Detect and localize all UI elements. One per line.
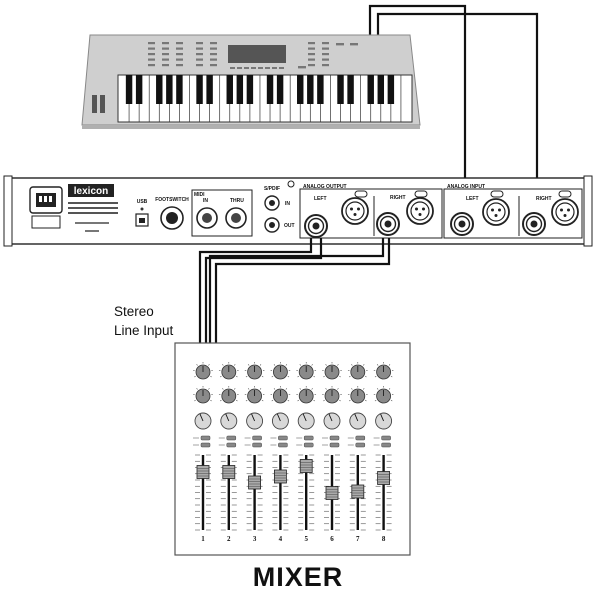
brand-label: lexicon bbox=[74, 186, 108, 197]
solo-button bbox=[226, 442, 237, 448]
fader-cap bbox=[377, 471, 391, 485]
midi-section: MIDI IN THRU bbox=[191, 189, 253, 237]
analog-input-label: ANALOG INPUT bbox=[447, 184, 485, 190]
fader-cap bbox=[299, 459, 313, 473]
black-key bbox=[135, 75, 143, 104]
solo-button bbox=[303, 442, 314, 448]
mute-button bbox=[381, 435, 391, 441]
solo-button bbox=[278, 442, 288, 448]
lexicon-logo: lexicon bbox=[68, 184, 118, 232]
input-right-label: RIGHT bbox=[536, 196, 552, 202]
black-key bbox=[226, 75, 233, 104]
black-key bbox=[367, 75, 374, 104]
usb-port: USB bbox=[135, 199, 149, 227]
channel-number: 4 bbox=[279, 535, 283, 543]
mute-button bbox=[329, 435, 340, 441]
black-key bbox=[377, 75, 385, 104]
black-key bbox=[317, 75, 324, 104]
black-key bbox=[266, 75, 274, 104]
footswitch-jack: FOOTSWITCH bbox=[155, 197, 189, 230]
mute-button bbox=[355, 435, 366, 441]
stereo-label-line-1: Stereo bbox=[114, 304, 154, 319]
power-inlet bbox=[29, 186, 63, 229]
spdif-section: S/PDIF IN OUT bbox=[264, 180, 295, 233]
keyboard-keys bbox=[125, 75, 402, 122]
pitch-wheels bbox=[92, 95, 105, 113]
black-key bbox=[176, 75, 183, 104]
footswitch-label: FOOTSWITCH bbox=[155, 197, 189, 203]
mute-button bbox=[252, 435, 262, 441]
channel-number: 8 bbox=[382, 535, 386, 543]
channel-strip: 5 bbox=[296, 362, 317, 543]
fader-cap bbox=[325, 486, 339, 500]
mute-button bbox=[226, 435, 237, 441]
channel-strip: 2 bbox=[218, 362, 239, 543]
spdif-out-label: OUT bbox=[284, 223, 295, 229]
xlr-connectors bbox=[341, 197, 579, 226]
mixer-title: MIXER bbox=[252, 562, 344, 592]
solo-button bbox=[381, 442, 391, 448]
fader-cap bbox=[248, 475, 262, 490]
fader-cap bbox=[196, 465, 210, 479]
mixer-channel-strips: 1 2 3 4 5 6 7 8 bbox=[193, 362, 394, 543]
analog-output-label: ANALOG OUTPUT bbox=[303, 184, 347, 190]
channel-number: 2 bbox=[227, 535, 231, 543]
channel-number: 6 bbox=[330, 535, 334, 543]
channel-number: 7 bbox=[356, 535, 360, 543]
black-key bbox=[297, 75, 304, 104]
usb-label: USB bbox=[137, 199, 148, 205]
black-key bbox=[156, 75, 163, 104]
black-key bbox=[196, 75, 203, 104]
keyboard bbox=[81, 34, 421, 129]
channel-strip: 4 bbox=[270, 362, 291, 543]
channel-number: 5 bbox=[304, 535, 308, 543]
keyboard-display bbox=[228, 45, 286, 63]
midi-thru-label: THRU bbox=[230, 198, 244, 204]
black-key bbox=[337, 75, 344, 104]
channel-strip: 7 bbox=[347, 362, 368, 543]
black-key bbox=[166, 75, 173, 104]
spdif-label: S/PDIF bbox=[264, 186, 280, 192]
black-key bbox=[347, 75, 354, 104]
black-key bbox=[387, 75, 395, 104]
mixer: 1 2 3 4 5 6 7 8 bbox=[174, 342, 411, 556]
channel-strip: 6 bbox=[322, 362, 342, 543]
black-key bbox=[236, 75, 244, 104]
input-left-label: LEFT bbox=[466, 196, 479, 202]
fader-cap bbox=[273, 469, 287, 484]
mute-button bbox=[303, 435, 314, 441]
channel-strip: 3 bbox=[244, 362, 265, 543]
midi-label: MIDI bbox=[194, 192, 205, 198]
stereo-line-input-label: Stereo Line Input bbox=[114, 302, 173, 340]
solo-button bbox=[252, 442, 262, 448]
stereo-label-line-2: Line Input bbox=[114, 323, 174, 338]
black-key bbox=[125, 75, 133, 104]
channel-strip: 1 bbox=[193, 362, 213, 543]
rear-panel: lexicon USB FOOTSWITCH MIDI IN THRU bbox=[3, 175, 593, 247]
keyboard-cables bbox=[368, 4, 539, 210]
midi-in-label: IN bbox=[203, 198, 208, 204]
solo-button bbox=[200, 442, 211, 448]
solo-button bbox=[329, 442, 340, 448]
channel-number: 1 bbox=[201, 535, 205, 543]
mixer-cables bbox=[198, 238, 391, 343]
channel-strip: 8 bbox=[373, 362, 394, 543]
black-key bbox=[246, 75, 254, 104]
spdif-in-label: IN bbox=[285, 201, 290, 207]
fader-cap bbox=[351, 484, 365, 499]
audio-jacks bbox=[304, 212, 546, 238]
black-key bbox=[206, 75, 213, 104]
keyboard-controls bbox=[148, 42, 358, 69]
mute-button bbox=[278, 435, 288, 441]
mute-button bbox=[200, 435, 211, 441]
output-left-label: LEFT bbox=[314, 196, 327, 202]
black-key bbox=[276, 75, 284, 104]
channel-number: 3 bbox=[253, 535, 257, 543]
fader-cap bbox=[222, 465, 236, 479]
output-right-label: RIGHT bbox=[390, 195, 406, 201]
solo-button bbox=[355, 442, 366, 448]
black-key bbox=[307, 75, 314, 104]
